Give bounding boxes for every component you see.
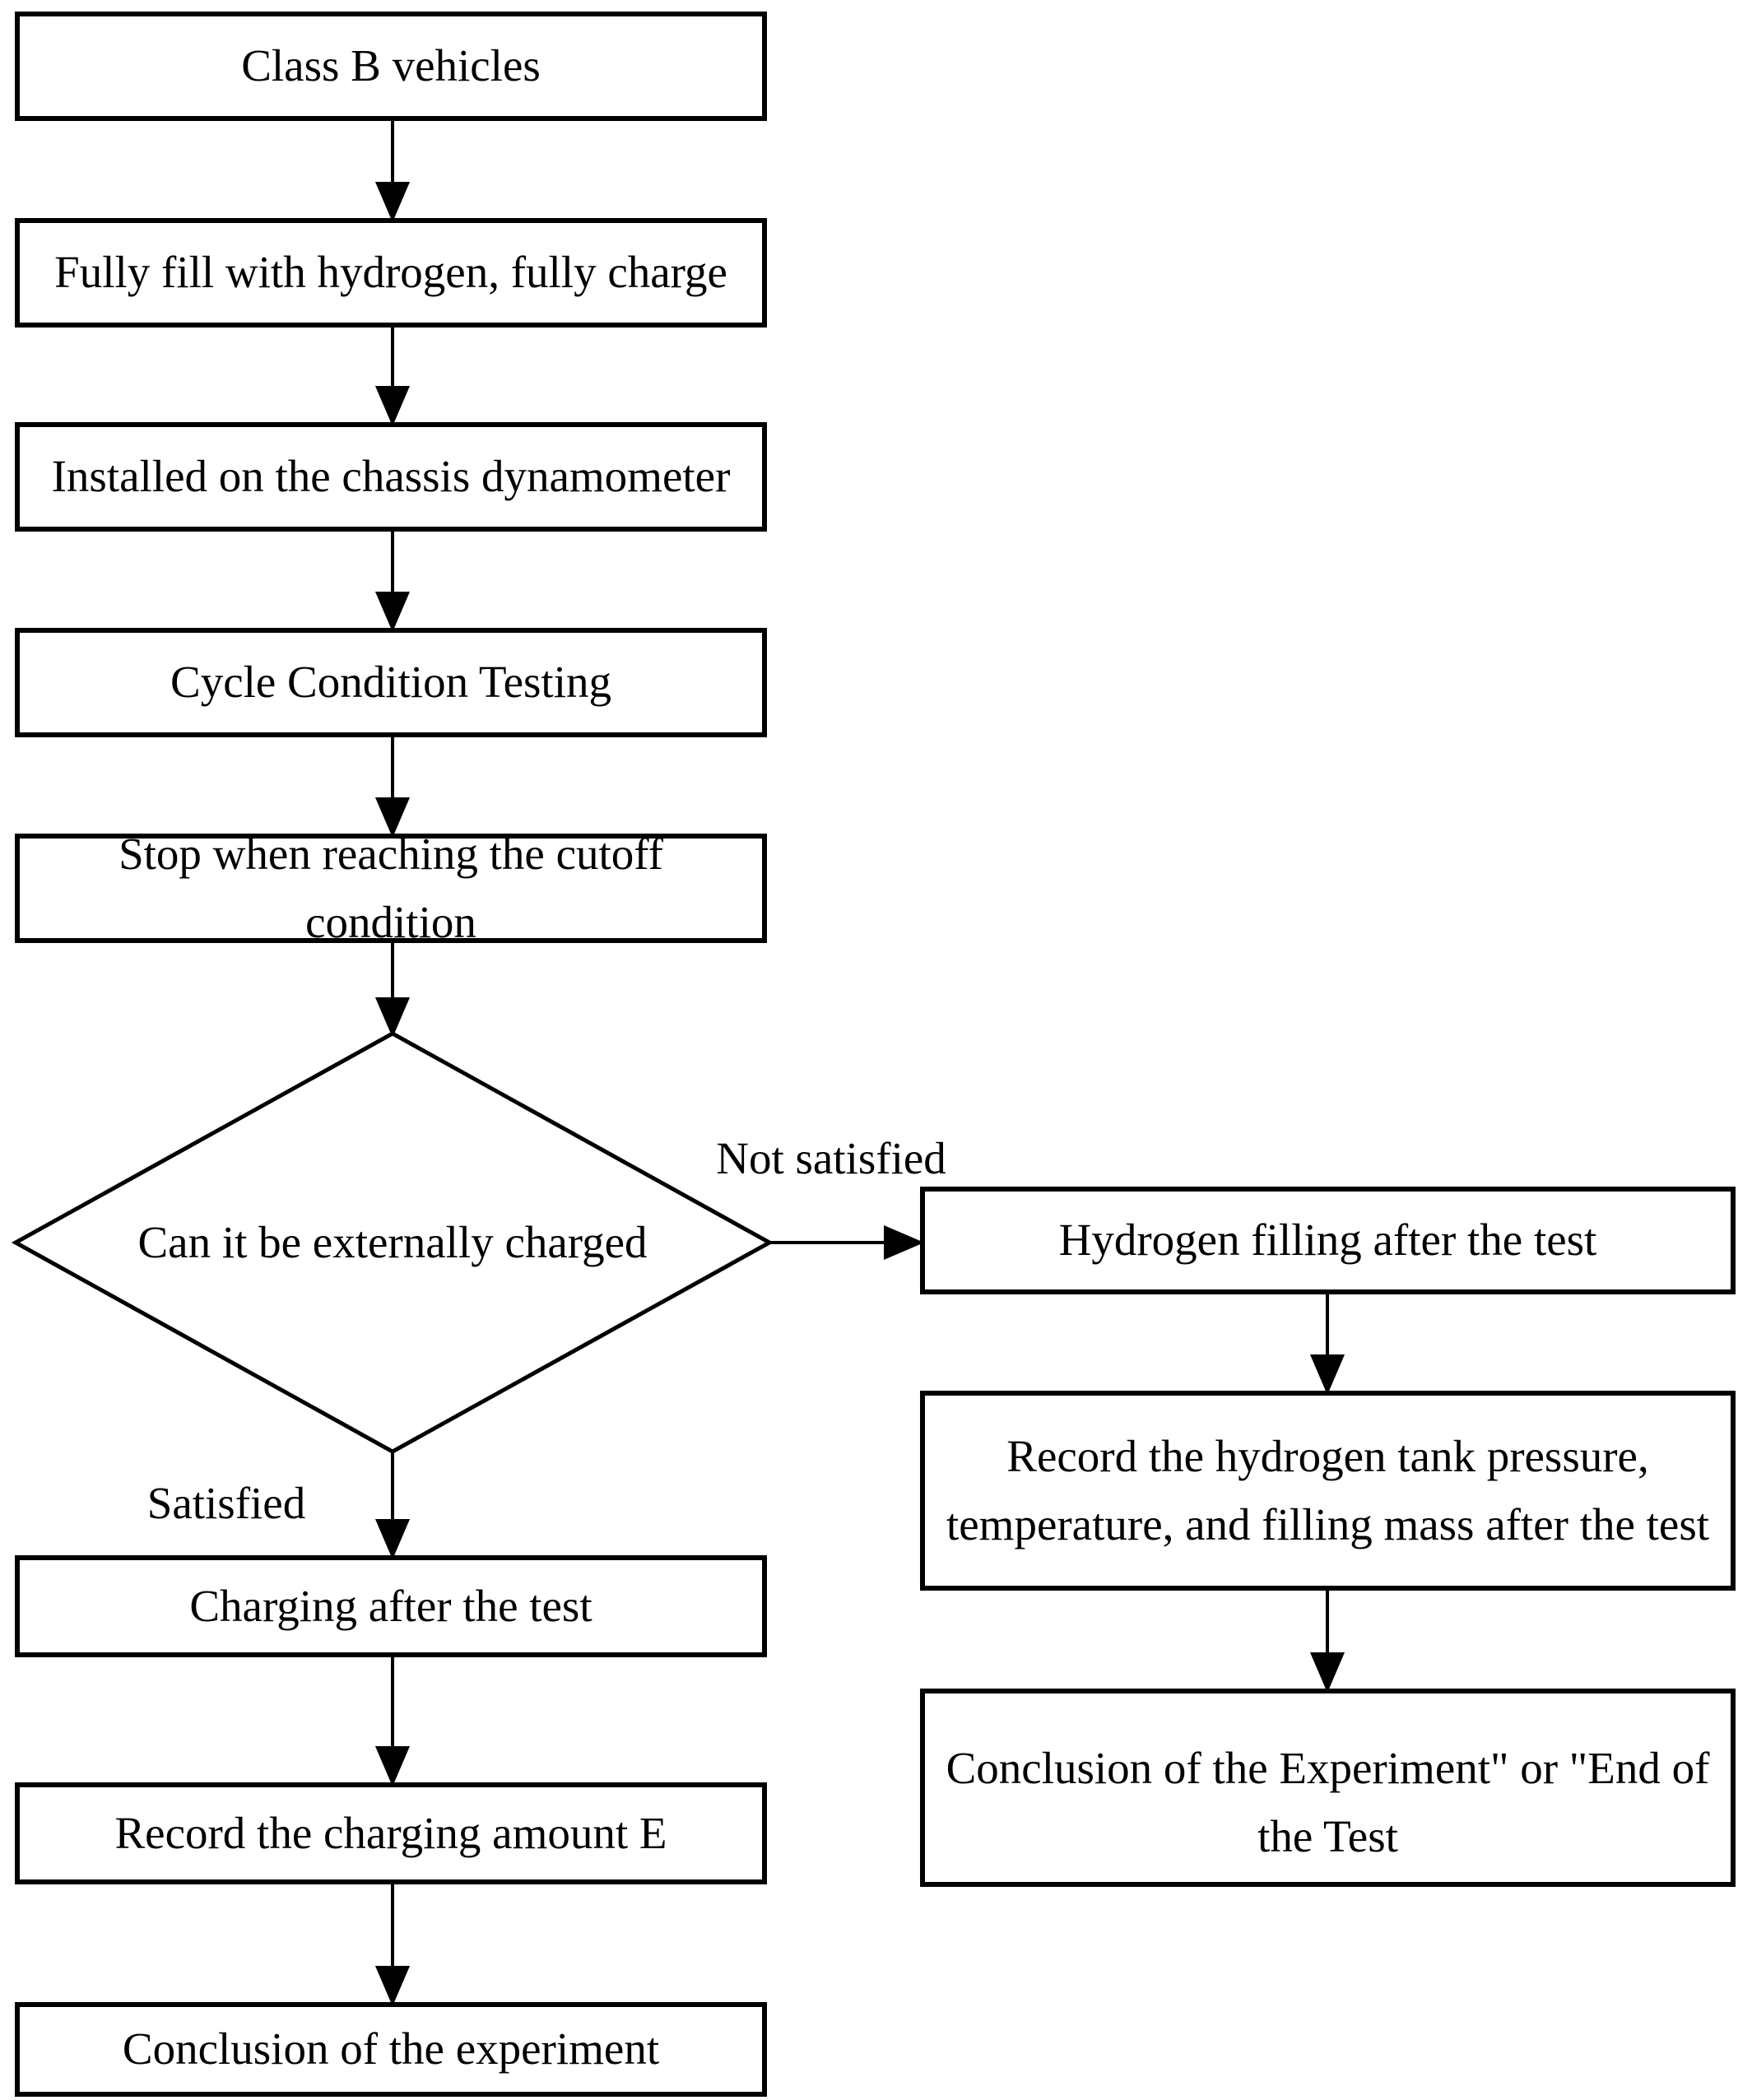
arrow-class-b-to-fill bbox=[374, 121, 411, 223]
arrow-head bbox=[374, 1966, 411, 2007]
arrow-decision-to-charging bbox=[374, 1452, 411, 1560]
arrow-head bbox=[374, 797, 411, 839]
arrow-charging-to-record bbox=[374, 1657, 411, 1787]
decision-diamond-label: Can it be externally charged bbox=[137, 1217, 648, 1267]
arrow-head bbox=[374, 182, 411, 223]
node-conclusion-experiment: Conclusion of the experiment bbox=[15, 2002, 767, 2097]
node-class-b-vehicles: Class B vehicles bbox=[15, 12, 767, 121]
arrow-head bbox=[1309, 1652, 1345, 1693]
arrow-cycle-to-stop bbox=[374, 737, 411, 839]
node-installed-chassis-dynamometer: Installed on the chassis dynamometer bbox=[15, 422, 767, 532]
node-stop-cutoff-condition: Stop when reaching the cutoff condition bbox=[15, 829, 767, 947]
arrow-record-to-conclusion bbox=[374, 1884, 411, 2007]
arrow-record-tank-to-conclusion-right bbox=[1309, 1591, 1345, 1693]
node-cycle-condition-testing: Cycle Condition Testing bbox=[15, 628, 767, 737]
node-record-tank-pressure: Record the hydrogen tank pressure, tempe… bbox=[920, 1391, 1736, 1591]
arrow-head bbox=[374, 1746, 411, 1787]
node-conclusion-end-of-test: Conclusion of the Experiment" or "End of… bbox=[920, 1689, 1736, 1887]
node-hydrogen-filling-after-test: Hydrogen filling after the test bbox=[920, 1187, 1736, 1294]
arrow-fill-to-installed bbox=[374, 328, 411, 427]
node-record-charging-amount: Record the charging amount E bbox=[15, 1782, 767, 1884]
node-charging-after-test: Charging after the test bbox=[15, 1555, 767, 1657]
edge-label-satisfied: Satisfied bbox=[146, 1478, 306, 1528]
arrow-head bbox=[374, 997, 411, 1038]
arrow-head bbox=[374, 386, 411, 427]
arrow-head bbox=[1309, 1354, 1345, 1396]
arrow-stop-to-decision bbox=[374, 943, 411, 1038]
node-fully-fill-hydrogen: Fully fill with hydrogen, fully charge bbox=[15, 218, 767, 328]
arrow-installed-to-cycle bbox=[374, 532, 411, 633]
edge-label-not-satisfied: Not satisfied bbox=[716, 1133, 946, 1183]
arrow-hydrogen-to-record-tank bbox=[1309, 1294, 1345, 1396]
arrow-head bbox=[374, 1519, 411, 1560]
arrow-head bbox=[884, 1224, 925, 1261]
arrow-decision-to-hydrogen-filling bbox=[769, 1224, 925, 1261]
arrow-head bbox=[374, 592, 411, 633]
